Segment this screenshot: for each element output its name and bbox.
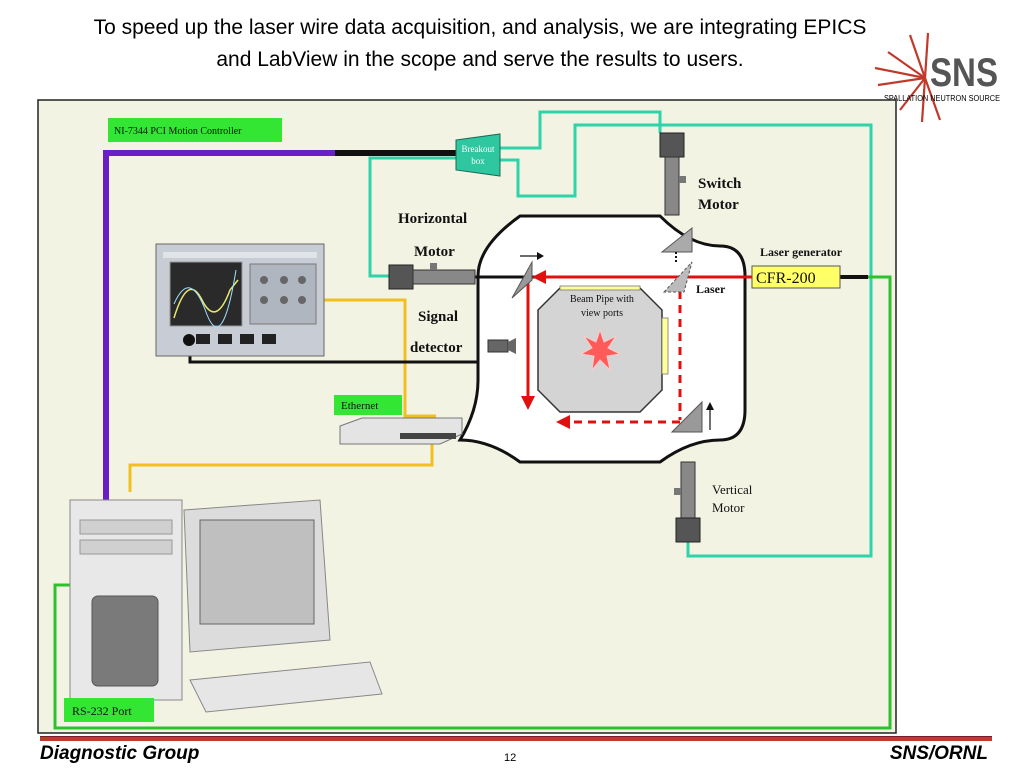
beam-pipe-label-line-1: Beam Pipe with (570, 294, 634, 305)
laser-arrowhead-left (532, 270, 546, 284)
sns-logo: SNS SPALLATION NEUTRON SOURCE (874, 32, 1000, 123)
laser-generator-box (751, 265, 841, 289)
sns-logo-tagline: SPALLATION NEUTRON SOURCE (884, 94, 1000, 103)
motion-controller-label: NI-7344 PCI Motion Controller (114, 126, 242, 137)
breakout-box (455, 133, 501, 177)
sns-logo-letters: SNS (930, 51, 998, 95)
footer-organization: SNS/ORNL (889, 743, 988, 764)
laser-arrowhead-return (556, 415, 570, 429)
vertical-motor-knob (674, 488, 681, 495)
mirror-upper-left (511, 260, 533, 299)
yellow-pc-cable (128, 440, 434, 492)
horizontal-motor-knob (430, 263, 437, 270)
mirror-upper-right (662, 261, 693, 293)
sns-starburst-icon (874, 32, 942, 123)
footer-divider (40, 736, 992, 741)
laser-generator-label: Laser generator (760, 245, 843, 259)
beam-spot-icon (579, 328, 622, 372)
purple-motion-cable (103, 150, 335, 505)
vertical-motor-body (675, 517, 701, 543)
signal-detector-label-line-1: Signal (418, 309, 458, 325)
green-rs232-cable (53, 275, 892, 730)
switch-motor-label-line-2: Motor (698, 197, 739, 213)
rs232-label-box (64, 698, 154, 722)
signal-detector-camera-icon (487, 338, 516, 354)
horizontal-motor-label-line-2: Motor (414, 244, 455, 260)
laser-label: Laser (696, 282, 726, 296)
switch-motor-shaft (664, 156, 680, 216)
vertical-motor-shaft (680, 461, 696, 519)
breakout-label-line-1: Breakout (462, 144, 495, 154)
motion-arrowhead-vertical (706, 402, 714, 410)
teal-vertical-motor-cable (500, 123, 873, 558)
mirror-lower-right (670, 400, 703, 433)
switch-motor-body (659, 132, 685, 158)
motion-controller-label-box (108, 118, 282, 142)
horizontal-motor-shaft (412, 269, 476, 285)
view-port-top (559, 285, 641, 291)
ethernet-switch (339, 417, 463, 445)
footer-page-number: 12 (504, 752, 517, 764)
laser-model-label: CFR-200 (756, 270, 816, 287)
ethernet-label-box (334, 395, 402, 415)
ethernet-label: Ethernet (341, 400, 378, 412)
breakout-label-line-2: box (471, 156, 485, 166)
slide-title-line-2: and LabView in the scope and serve the r… (216, 48, 744, 71)
desktop-computer (69, 499, 383, 713)
view-port-right (661, 317, 669, 375)
teal-switch-motor-cable (500, 110, 662, 150)
laser-arrowhead-down (521, 396, 535, 410)
vertical-motor-label-line-1: Vertical (712, 482, 753, 497)
slide-title: To speed up the laser wire data acquisit… (40, 12, 920, 76)
horizontal-motor-label-line-1: Horizontal (398, 211, 467, 227)
signal-detector-label-line-2: detector (410, 340, 463, 356)
switch-motor-knob (679, 176, 686, 183)
rs232-label: RS-232 Port (72, 704, 132, 718)
motion-arrowhead-horizontal (537, 252, 544, 260)
yellow-scope-cable (316, 298, 436, 418)
vertical-motor-label-line-2: Motor (712, 500, 745, 515)
footer-group-name: Diagnostic Group (40, 743, 200, 764)
horizontal-motor-body (388, 264, 414, 290)
switch-motor-label-line-1: Switch (698, 176, 742, 192)
oscilloscope (155, 243, 325, 357)
beam-pipe-label-line-2: view ports (581, 308, 623, 319)
teal-horizontal-motor-cable (368, 156, 458, 278)
slide-title-line-1: To speed up the laser wire data acquisit… (93, 16, 867, 39)
